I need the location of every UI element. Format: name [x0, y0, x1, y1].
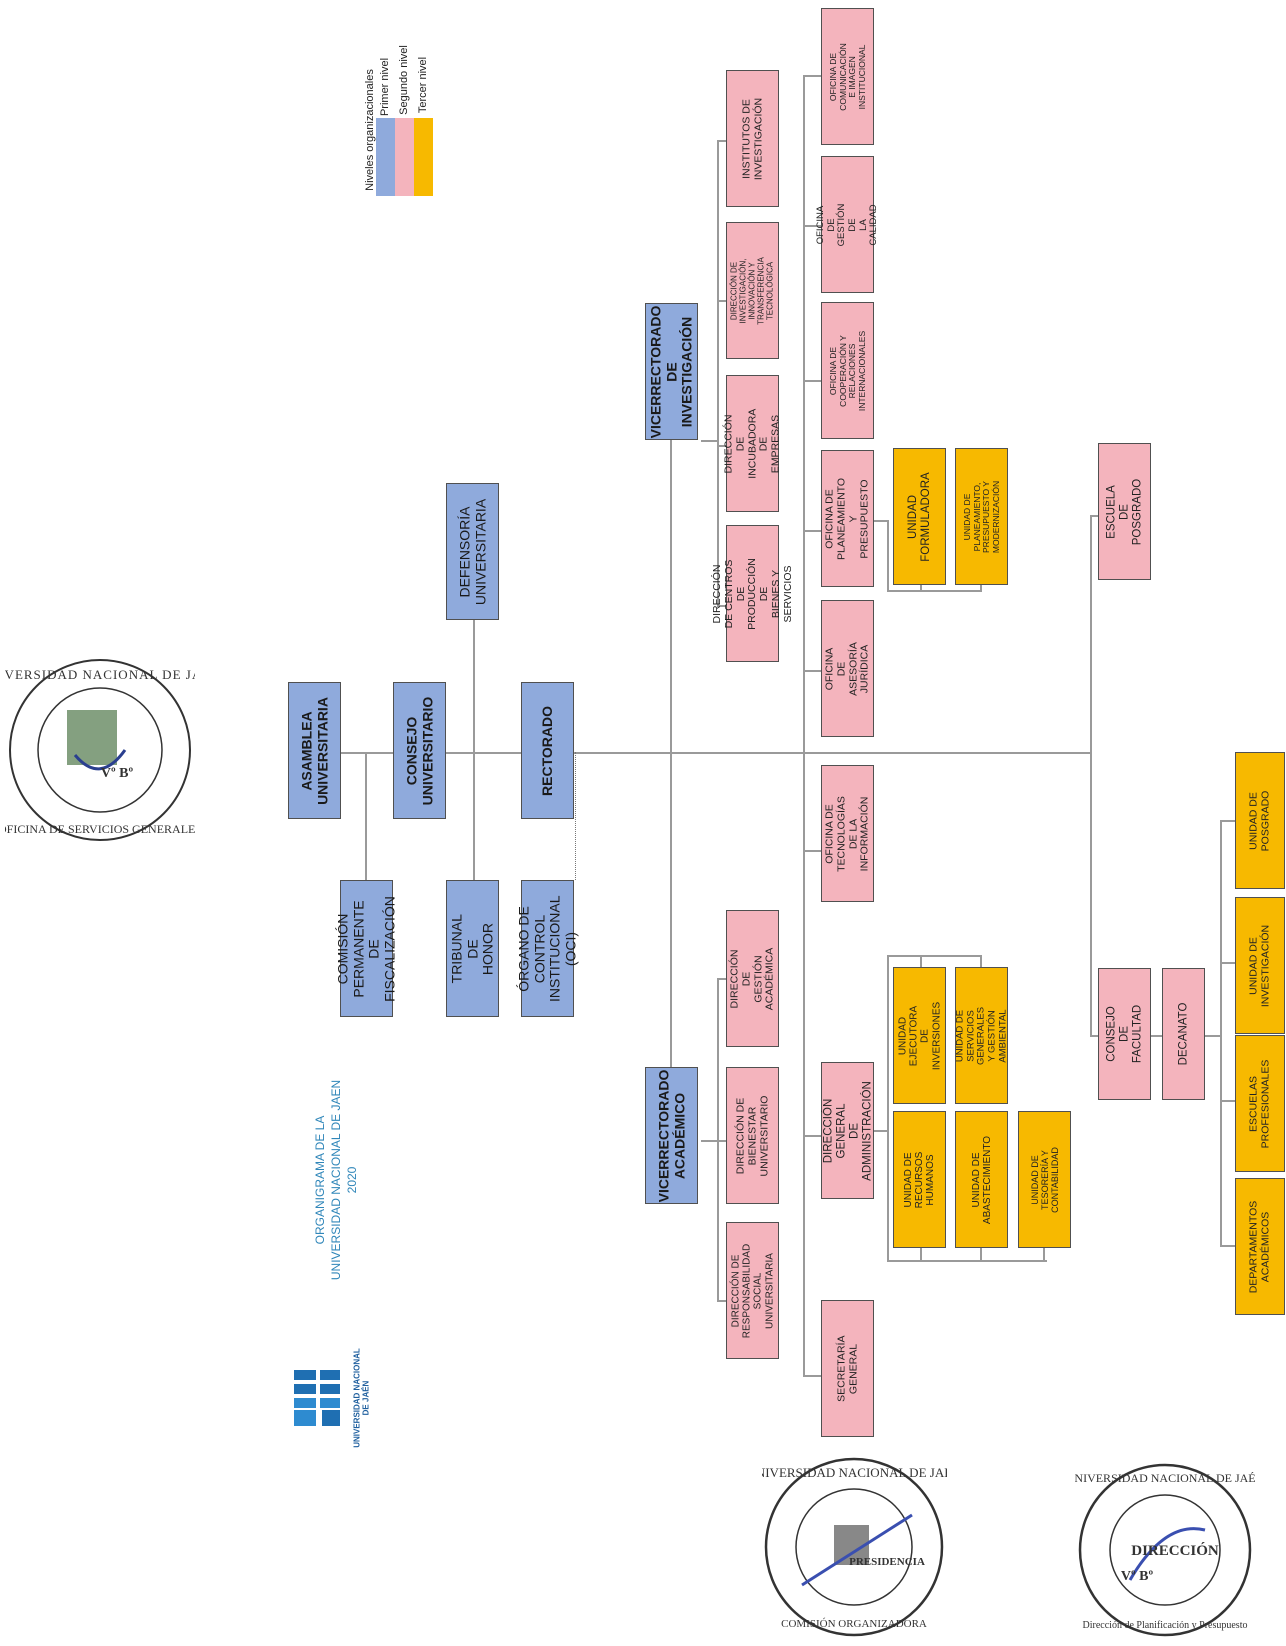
title-line2: UNIVERSIDAD NACIONAL DE JAEN [329, 1079, 343, 1281]
legend-label-tercer: Tercer nivel [417, 56, 429, 114]
legend-label-primer: Primer nivel [379, 57, 391, 117]
svg-text:Vº Bº: Vº Bº [101, 766, 134, 781]
direccion-responsabilidad-social-box[interactable]: DIRECCIÓN DE RESPONSABILIDAD SOCIAL UNIV… [726, 1222, 779, 1359]
seal-servicios-generales: UNIVERSIDAD NACIONAL DE JAÉN OFICINA DE … [0, 655, 221, 845]
vicerrectorado-investigacion-box[interactable]: VICERRECTORADO DE INVESTIGACIÓN [645, 303, 698, 440]
seal-direccion-icon: UNIVERSIDAD NACIONAL DE JAÉN Dirección d… [1066, 1463, 1265, 1637]
legend-swatch-segundo [395, 118, 414, 196]
tribunal-honor-box[interactable]: TRIBUNAL DE HONOR [446, 880, 499, 1017]
direccion-general-administracion-box[interactable]: DIRECCIÓN GENERAL DE ADMINISTRACIÓN [821, 1062, 874, 1199]
seal-presidencia-icon: UNIVERSIDAD NACIONAL DE JAÉN COMISIÓN OR… [746, 1457, 962, 1637]
svg-text:PRESIDENCIA: PRESIDENCIA [849, 1556, 925, 1568]
title-line3: 2020 [345, 1166, 359, 1194]
direccion-gestion-academica-box[interactable]: DIRECCIÓN DE GESTIÓN ACADÉMICA [726, 910, 779, 1047]
secretaria-general-box[interactable]: SECRETARÍA GENERAL [821, 1300, 874, 1437]
oficina-cooperacion-box[interactable]: OFICINA DE COOPERACIÓN Y RELACIONES INTE… [821, 302, 874, 439]
seal-direccion-planificacion: UNIVERSIDAD NACIONAL DE JAÉN Dirección d… [1066, 1460, 1265, 1640]
direccion-incubadora-box[interactable]: DIRECCIÓN DE INCUBADORA DE EMPRESAS [722, 375, 781, 512]
legend-swatch-tercer [414, 118, 433, 196]
svg-text:OFICINA DE SERVICIOS GENERALES: OFICINA DE SERVICIOS GENERALES [5, 822, 195, 836]
vicerrectorado-academico-box[interactable]: VICERRECTORADO ACADÉMICO [645, 1067, 698, 1204]
svg-text:DIRECCIÓN: DIRECCIÓN [1131, 1542, 1219, 1559]
unidad-ejecutora-inversiones-box[interactable]: UNIDAD EJECUTORA DE INVERSIONES [893, 967, 946, 1104]
consejo-universitario-box[interactable]: CONSEJO UNIVERSITARIO [393, 682, 446, 819]
unidad-posgrado-box[interactable]: UNIDAD DE POSGRADO [1235, 752, 1285, 889]
unidad-abastecimiento-box[interactable]: UNIDAD DE ABASTECIMIENTO [955, 1111, 1008, 1248]
legend-title: Niveles organizacionales [364, 69, 376, 191]
oci-box[interactable]: ÓRGANO DE CONTROL INSTITUCIONAL (OCI) [515, 880, 578, 1017]
svg-text:Vº Bº: Vº Bº [1121, 1569, 1154, 1584]
title-line1: ORGANIGRAMA DE LA [313, 1115, 327, 1245]
institutos-investigacion-box[interactable]: INSTITUTOS DE INVESTIGACIÓN [726, 70, 779, 207]
seal-presidencia: UNIVERSIDAD NACIONAL DE JAÉN COMISIÓN OR… [746, 1455, 962, 1640]
unidad-servicios-generales-box[interactable]: UNIDAD DE SERVICIOS GENERALES Y GESTIÓN … [954, 967, 1008, 1104]
svg-text:Dirección de Planificación y P: Dirección de Planificación y Presupuesto [1083, 1620, 1248, 1631]
direccion-centros-produccion-box[interactable]: DIRECCIÓN DE CENTROS DE PRODUCCIÓN DE BI… [710, 525, 793, 662]
logo-text-line2: DE JAÉN [361, 1380, 371, 1416]
unidad-investigacion-box[interactable]: UNIDAD DE INVESTIGACIÓN [1235, 897, 1285, 1034]
unj-logo [292, 1368, 342, 1428]
svg-text:UNIVERSIDAD NACIONAL DE JAÉN: UNIVERSIDAD NACIONAL DE JAÉN [762, 1465, 947, 1480]
svg-text:UNIVERSIDAD NACIONAL DE JAÉN: UNIVERSIDAD NACIONAL DE JAÉN [5, 667, 195, 682]
defensoria-universitaria-box[interactable]: DEFENSORÍA UNIVERSITARIA [446, 483, 499, 620]
asamblea-universitaria-box[interactable]: ASAMBLEA UNIVERSITARIA [288, 682, 341, 819]
oficina-planeamiento-box[interactable]: OFICINA DE PLANEAMIENTO Y PRESUPUESTO [821, 450, 874, 587]
oficina-asesoria-box[interactable]: OFICINA DE ASESORÍA JURÍDICA [821, 600, 874, 737]
unidad-planeamiento-box[interactable]: UNIDAD DE PLANEAMIENTO, PRESUPUESTO Y MO… [955, 448, 1008, 585]
oficina-comunicacion-box[interactable]: OFICINA DE COMUNICACIÓN E IMAGEN INSTITU… [821, 8, 874, 145]
svg-text:COMISIÓN ORGANIZADORA: COMISIÓN ORGANIZADORA [781, 1618, 927, 1630]
direccion-bienestar-box[interactable]: DIRECCIÓN DE BIENESTAR UNIVERSITARIO [726, 1067, 779, 1204]
escuela-posgrado-box[interactable]: ESCUELA DE POSGRADO [1098, 443, 1151, 580]
unidad-tesoreria-box[interactable]: UNIDAD DE TESORERÍA Y CONTABILIDAD [1018, 1111, 1071, 1248]
unidad-recursos-humanos-box[interactable]: UNIDAD DE RECURSOS HUMANOS [893, 1111, 946, 1248]
legend-label-segundo: Segundo nivel [398, 45, 410, 115]
oficina-tecnologias-box[interactable]: OFICINA DE TECNOLOGÍAS DE LA INFORMACIÓN [821, 765, 874, 902]
svg-text:UNIVERSIDAD NACIONAL DE JAÉN: UNIVERSIDAD NACIONAL DE JAÉN [1075, 1471, 1255, 1485]
departamentos-academicos-box[interactable]: DEPARTAMENTOS ACADÉMICOS [1235, 1178, 1285, 1315]
rectorado-box[interactable]: RECTORADO [521, 682, 574, 819]
unidad-formuladora-box[interactable]: UNIDAD FORMULADORA [893, 448, 946, 585]
consejo-facultad-box[interactable]: CONSEJO DE FACULTAD [1098, 968, 1151, 1100]
direccion-investigacion-box[interactable]: DIRECCIÓN DE INVESTIGACIÓN, INNOVACIÓN Y… [726, 222, 779, 359]
comision-fiscalizacion-box[interactable]: COMISIÓN PERMANENTE DE FISCALIZACIÓN [334, 880, 397, 1017]
oficina-calidad-box[interactable]: OFICINA DE GESTIÓN DE LA CALIDAD [815, 156, 879, 293]
legend-swatch-primer [376, 118, 395, 196]
decanato-box[interactable]: DECANATO [1162, 968, 1205, 1100]
escuelas-profesionales-box[interactable]: ESCUELAS PROFESIONALES [1235, 1035, 1285, 1172]
seal-servicios-icon: UNIVERSIDAD NACIONAL DE JAÉN OFICINA DE … [0, 659, 221, 841]
unj-logo-icon [294, 1368, 340, 1428]
logo-text-line1: UNIVERSIDAD NACIONAL [352, 1348, 362, 1448]
